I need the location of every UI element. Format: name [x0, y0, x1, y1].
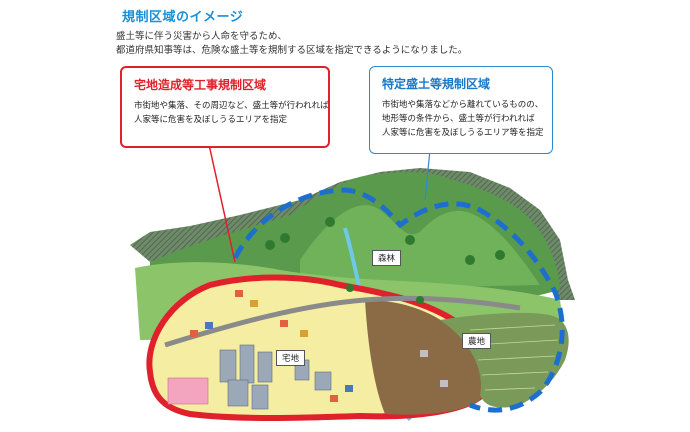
intro-line-1: 盛土等に伴う災害から人命を守るため、 — [116, 31, 288, 42]
buildings — [219, 344, 332, 410]
residential-callout-line-2: 人家等に危害を及ぼしうるエリアを指定 — [134, 115, 288, 125]
specific-callout-line-1: 市街地や集落などから離れているものの、 — [382, 100, 544, 110]
farm-area — [365, 300, 483, 415]
road — [164, 295, 521, 348]
residential-regulation-callout: 宅地造成等工事規制区域 市街地や集落、その周辺など、盛土等が行われれば 人家等に… — [120, 66, 330, 148]
blue-leader-line — [424, 149, 431, 201]
specific-regulation-callout: 特定盛土等規制区域 市街地や集落などから離れているものの、 地形等の条件から、盛… — [369, 66, 553, 154]
page-title: 規制区域のイメージ — [122, 10, 244, 25]
houses — [190, 290, 448, 402]
farmland-label: 農地 — [462, 333, 492, 349]
specific-regulation-area — [232, 187, 565, 413]
intro-text: 盛土等に伴う災害から人命を守るため、 都道府県知事等は、危険な盛土等を規制する区… — [116, 30, 467, 58]
red-leader-line — [207, 139, 236, 263]
specific-callout-line-3: 人家等に危害を及ぼしうるエリア等を指定 — [382, 128, 544, 138]
specific-callout-heading: 特定盛土等規制区域 — [382, 77, 491, 91]
trees — [265, 217, 505, 304]
residential-land-label: 宅地 — [276, 350, 306, 366]
specific-callout-line-2: 地形等の条件から、盛土等が行われれば — [382, 114, 535, 124]
residential-callout-heading: 宅地造成等工事規制区域 — [134, 78, 267, 92]
intro-line-2: 都道府県知事等は、危険な盛土等を規制する区域を指定できるようになりました。 — [116, 45, 468, 56]
mountain-peak — [300, 205, 540, 290]
residential-callout-line-1: 市街地や集落、その周辺など、盛土等が行われれば — [134, 101, 329, 111]
pink-building — [167, 377, 209, 405]
forest-label: 森林 — [372, 250, 402, 266]
